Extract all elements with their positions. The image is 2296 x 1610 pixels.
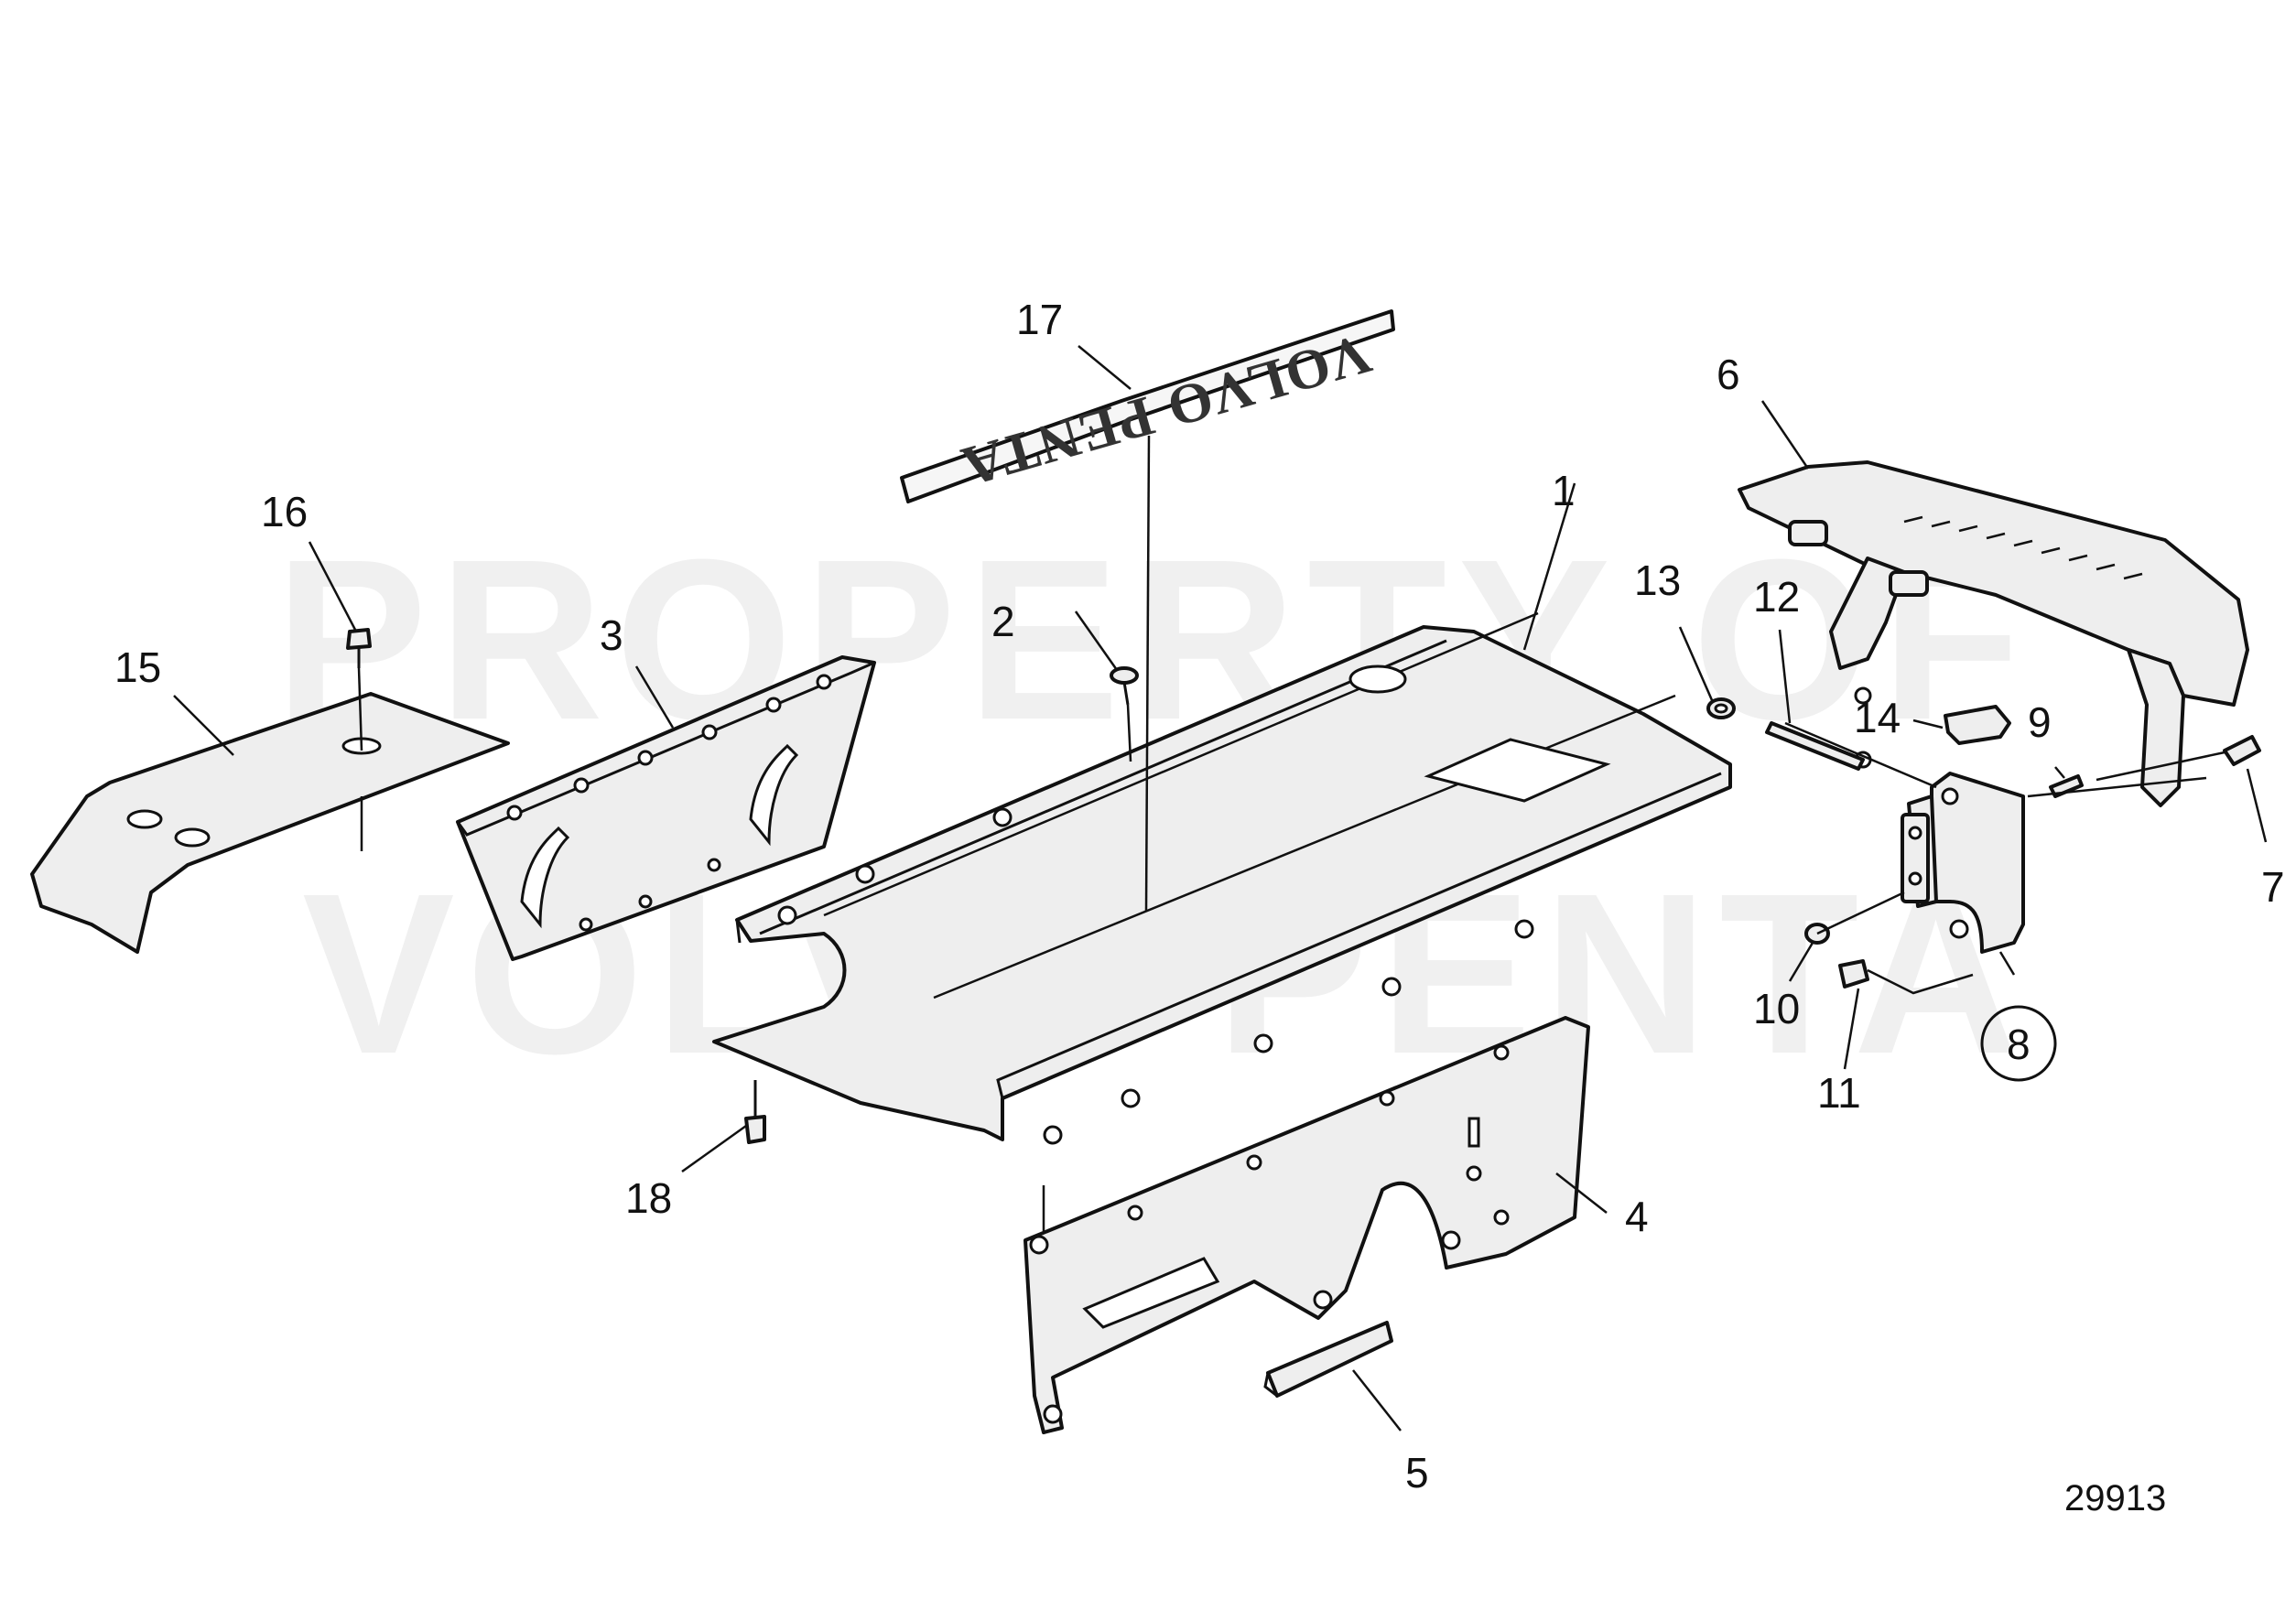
callout-5: 5 (1405, 1449, 1429, 1497)
part-8-bracket-assembly (1901, 772, 2025, 954)
part-7-bolt (2223, 735, 2261, 766)
callout-7: 7 (2261, 863, 2285, 911)
callout-1: 1 (1552, 467, 1576, 514)
callout-3: 3 (600, 611, 623, 659)
callout-15: 15 (114, 643, 161, 691)
callout-11: 11 (1817, 1069, 1861, 1117)
callout-10: 10 (1753, 985, 1800, 1032)
callout-2: 2 (991, 598, 1015, 645)
callout-13: 13 (1634, 556, 1681, 604)
callouts: 1 2 3 4 5 6 7 8 9 10 11 12 13 14 15 16 1… (114, 296, 2285, 1497)
part-16-bolt (346, 628, 372, 668)
part-11-bolt (1838, 959, 1869, 989)
part-15-left-cover (30, 692, 510, 954)
part-1-top-cover (712, 611, 1732, 1145)
callout-8-circle (1980, 1005, 2057, 1082)
callout-6: 6 (1717, 351, 1740, 398)
callout-8: 8 (2007, 1021, 2031, 1068)
callout-17: 17 (1016, 296, 1063, 343)
assembly-lines (357, 435, 2226, 1231)
part-12-stud (1765, 721, 1865, 771)
leader-lines (173, 345, 2268, 1432)
callout-9: 9 (2028, 698, 2052, 746)
callout-16: 16 (261, 488, 308, 535)
part-14-block (1944, 705, 2011, 745)
callout-18: 18 (625, 1174, 672, 1222)
part-18-stud (744, 1080, 766, 1144)
part-17-badge: VOLVO PENTA (900, 309, 1395, 503)
badge-lettering: VOLVO PENTA (954, 322, 1378, 499)
part-4-lower-bracket (1023, 1016, 1590, 1434)
part-6-rear-cover (1738, 460, 2249, 807)
part-5-strip (1263, 1321, 1393, 1398)
callout-12: 12 (1753, 573, 1800, 621)
part-13-nut (1706, 697, 1736, 719)
part-2-screw (1110, 666, 1139, 706)
callout-4: 4 (1625, 1193, 1649, 1240)
part-3-bracket (456, 655, 876, 961)
callout-14: 14 (1854, 694, 1901, 741)
drawing-number: 29913 (2064, 1478, 2166, 1518)
